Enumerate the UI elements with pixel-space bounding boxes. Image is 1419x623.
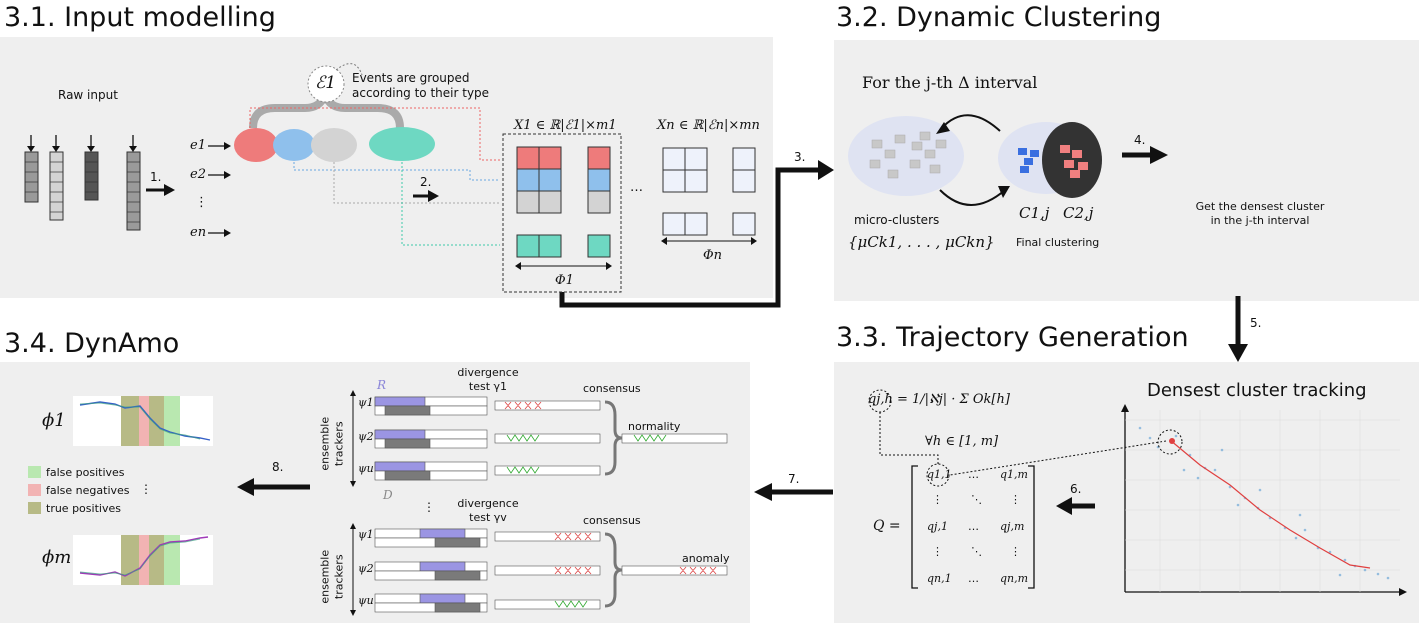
- q-cdots-3: …: [968, 572, 979, 585]
- psi-1-bottom: ψ1: [358, 528, 374, 541]
- phin-label: Φn: [703, 248, 723, 263]
- q-11: q1,1: [927, 468, 952, 481]
- q-1m: q1,m: [1000, 468, 1028, 481]
- psi-u-bottom: ψu: [358, 594, 374, 607]
- dynamo-diagram: [28, 390, 728, 616]
- step-7: 7.: [788, 472, 800, 486]
- set-symbol: ℰ1: [315, 73, 337, 93]
- psi-2-bottom: ψ2: [358, 562, 374, 575]
- anomaly-label: anomaly: [682, 552, 730, 565]
- q-vdots-row-2: ⋮ ⋱ ⋮: [932, 545, 1021, 558]
- final-clustering-label: Final clustering: [1016, 236, 1100, 249]
- psi-2-top: ψ2: [358, 430, 374, 443]
- step-6: 6.: [1070, 482, 1082, 496]
- legend-false-negatives: false negatives: [46, 484, 130, 497]
- dynamo-phi1: ϕ1: [42, 410, 66, 431]
- step-2: 2.: [420, 175, 432, 189]
- formula-forall: ∀h ∈ [1, m]: [925, 434, 999, 449]
- event-e1: e1: [190, 138, 206, 153]
- event-e2: e2: [190, 167, 206, 182]
- event-dots: ⋮: [195, 195, 208, 210]
- q-j1: qj,1: [927, 520, 948, 533]
- divergence-test-v: divergence test γv: [457, 497, 519, 524]
- section-title-dynamo: 3.4. DynAmo: [4, 328, 180, 359]
- q-n1: qn,1: [927, 572, 952, 585]
- legend-false-positives: false positives: [46, 466, 125, 479]
- step-4: 4.: [1134, 133, 1146, 147]
- phi1-label: Φ1: [555, 273, 574, 288]
- psi-1-top: ψ1: [358, 396, 374, 409]
- panel-trajectory-generation: [834, 362, 1419, 623]
- clustering-diagram: [848, 114, 1102, 206]
- events-note: Events are grouped according to their ty…: [352, 71, 490, 100]
- step-3: 3.: [794, 150, 806, 164]
- divergence-test-1: divergence test γ1: [457, 366, 519, 393]
- normality-label: normality: [628, 420, 681, 433]
- step-1: 1.: [150, 170, 162, 184]
- section-title-trajectory: 3.3. Trajectory Generation: [836, 322, 1189, 353]
- ensemble-vdots: ⋮: [423, 500, 435, 514]
- ensemble-trackers-bottom: ensemble trackers: [318, 549, 345, 604]
- formula-q: qj,h = 1/|ℵj| · Σ Ok[h]: [868, 392, 1010, 407]
- arrow-3: [559, 167, 818, 308]
- r-label: R: [377, 378, 387, 392]
- q-cdots-2: …: [968, 520, 979, 533]
- d-label: D: [383, 488, 393, 502]
- matrix-q-label: Q =: [873, 518, 901, 534]
- micro-clusters-label: micro-clusters: [854, 213, 940, 227]
- raw-input-label: Raw input: [58, 88, 118, 102]
- legend-true-positives: true positives: [46, 502, 121, 515]
- step-8: 8.: [272, 460, 284, 474]
- legend-vdots: ⋮: [140, 482, 152, 496]
- dynamo-phim: ϕm: [42, 547, 72, 568]
- ensemble-trackers-top: ensemble trackers: [318, 416, 345, 471]
- consensus-label-2: consensus: [583, 514, 641, 527]
- q-cdots-1: …: [968, 468, 979, 481]
- micro-clusters-set: {μCk1, . . . , μCkn}: [848, 233, 995, 251]
- section-title-clustering: 3.2. Dynamic Clustering: [836, 2, 1162, 33]
- q-nm: qn,m: [1000, 572, 1029, 585]
- tracking-title: Densest cluster tracking: [1147, 380, 1367, 401]
- event-en: en: [190, 225, 207, 240]
- interval-title: For the j-th Δ interval: [862, 73, 1038, 92]
- ellipsis-between-matrices: …: [630, 180, 643, 195]
- matrix-x1-label: X1 ∈ ℝ|ℰ1|×m1: [514, 118, 617, 133]
- step-5: 5.: [1250, 316, 1262, 330]
- densest-cluster-label: Get the densest cluster in the j-th inte…: [1195, 200, 1325, 227]
- psi-u-top: ψu: [358, 462, 374, 475]
- cluster-c2: C2,j: [1063, 204, 1094, 222]
- q-jm: qj,m: [1000, 520, 1025, 533]
- q-vdots-row: ⋮ ⋱ ⋮: [932, 493, 1021, 506]
- matrix-xn-label: Xn ∈ ℝ|ℰn|×mn: [657, 118, 760, 133]
- input-columns: [24, 63, 757, 293]
- section-title-input: 3.1. Input modelling: [4, 2, 276, 33]
- cluster-c1: C1,j: [1019, 204, 1050, 222]
- consensus-label-1: consensus: [583, 382, 641, 395]
